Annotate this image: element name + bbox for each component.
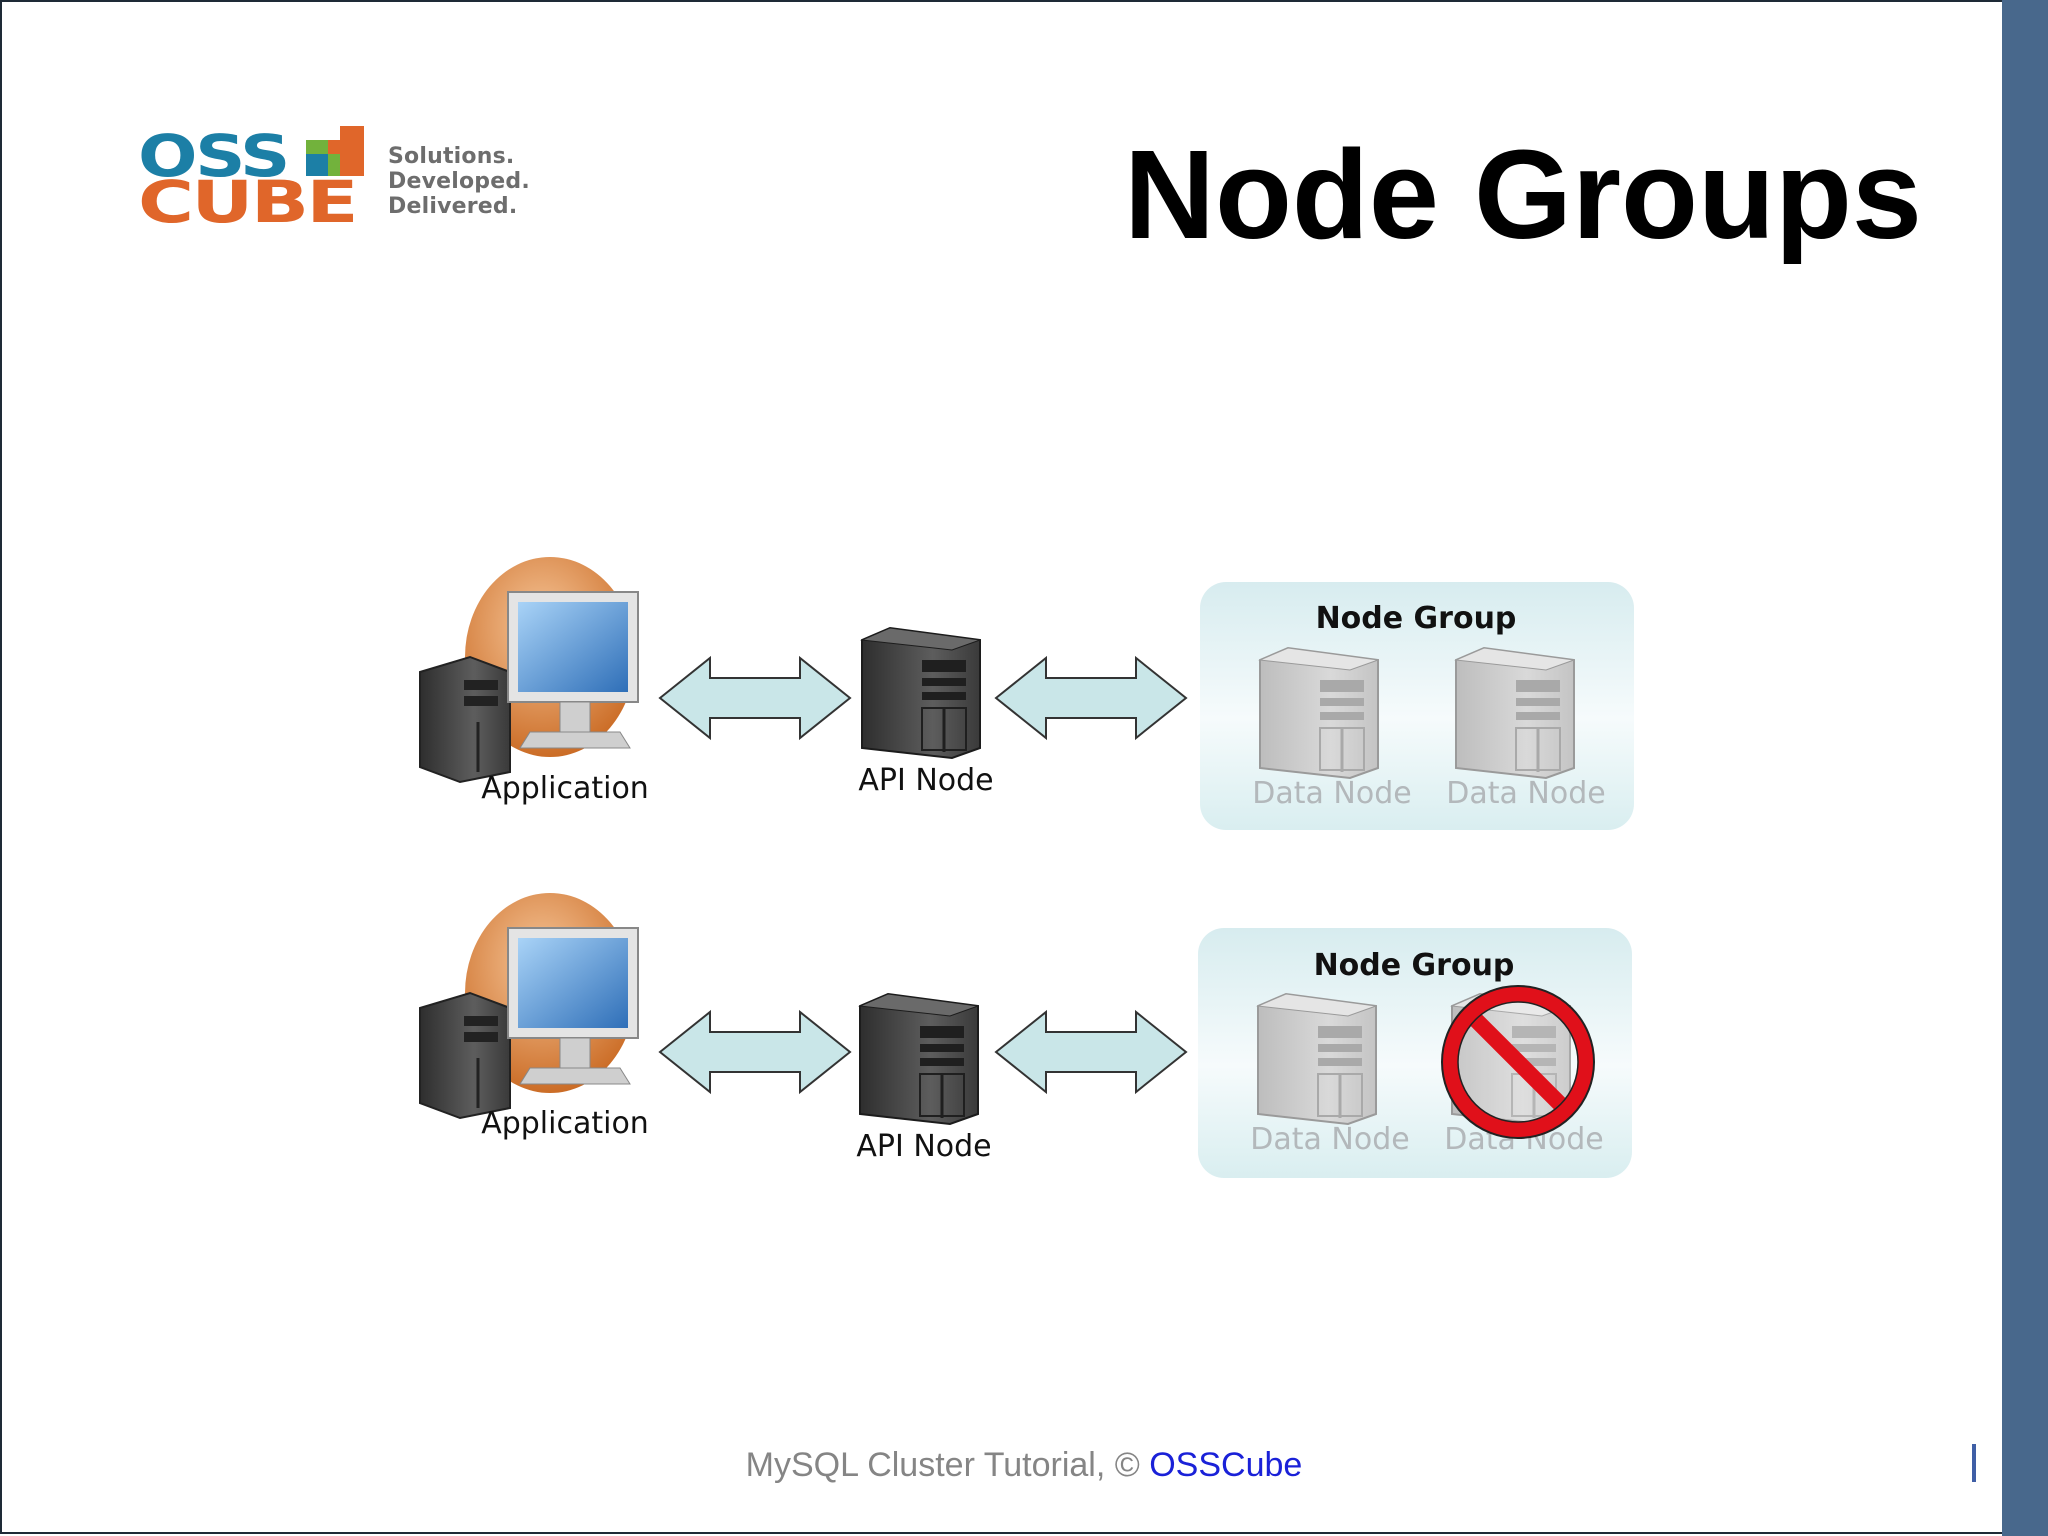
logo-cube-icon (306, 126, 364, 176)
data-node-label: Data Node (1252, 776, 1411, 811)
api-node-server-icon (858, 992, 980, 1126)
footer-osscube-link[interactable]: OSSCube (1149, 1446, 1303, 1484)
footer-text: MySQL Cluster Tutorial, © (745, 1446, 1150, 1484)
slide-side-bar (2002, 0, 2048, 1536)
application-label: Application (481, 1106, 649, 1141)
tagline-line-2: Developed. (388, 169, 530, 194)
application-label: Application (481, 771, 649, 806)
data-node-server-icon (1256, 992, 1378, 1126)
api-node-label: API Node (858, 763, 993, 798)
node-group-title: Node Group (1314, 948, 1515, 983)
double-arrow-icon (659, 657, 851, 739)
tagline-line-1: Solutions. (388, 144, 515, 169)
application-icon (418, 555, 640, 784)
slide-footer: MySQL Cluster Tutorial, © OSSCube (0, 1446, 2048, 1485)
data-node-label: Data Node (1446, 776, 1605, 811)
double-arrow-icon (995, 657, 1187, 739)
data-node-label: Data Node (1250, 1122, 1409, 1157)
logo-tagline: Solutions. Developed. Delivered. (388, 144, 530, 219)
diagram-row-2: Application API Node Node Group Data Nod… (418, 891, 1632, 1178)
logo-cube-text: CUBE (138, 168, 356, 236)
diagram-row-1: Application API Node Node Group Data Nod… (418, 555, 1634, 830)
slide-frame (0, 0, 2002, 1534)
osscube-logo: OSS CUBE (138, 126, 364, 236)
slide-title: Node Groups (1123, 124, 1922, 265)
double-arrow-icon (995, 1011, 1187, 1093)
logo-oss-text: OSS (138, 126, 288, 190)
tagline-line-3: Delivered. (388, 194, 518, 219)
api-node-server-icon (860, 626, 982, 760)
api-node-label: API Node (856, 1129, 991, 1164)
page-marker (1972, 1444, 1976, 1482)
prohibited-icon (1441, 985, 1595, 1139)
application-icon (418, 891, 640, 1120)
node-group-title: Node Group (1316, 601, 1517, 636)
data-node-server-icon (1258, 646, 1380, 780)
double-arrow-icon (659, 1011, 851, 1093)
data-node-server-icon (1454, 646, 1576, 780)
